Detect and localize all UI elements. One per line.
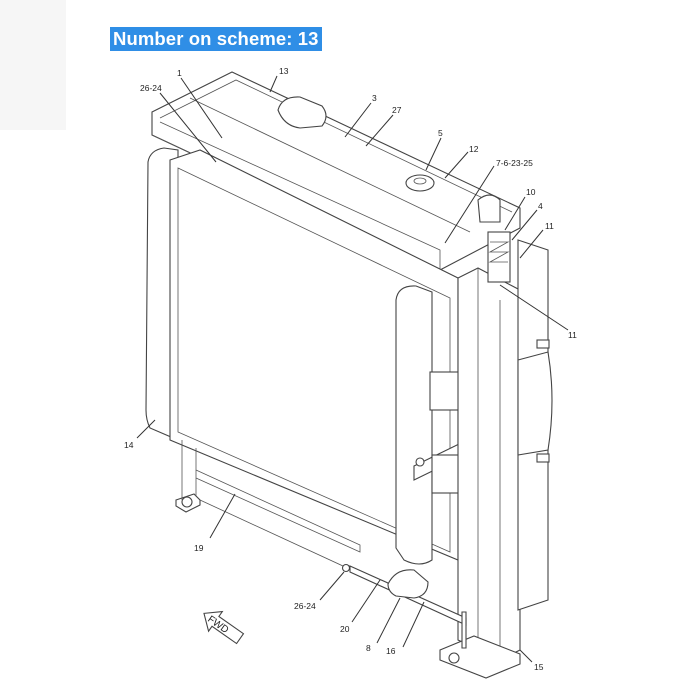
callout-27: 27 (392, 105, 402, 115)
callout-11-mid: 11 (568, 330, 577, 340)
callout-8: 8 (366, 643, 371, 653)
callout-15: 15 (534, 662, 544, 672)
scheme-number-badge: Number on scheme: 13 (110, 27, 322, 51)
callout-labels: 1 13 26-24 3 27 5 12 7-6-23-25 10 4 11 1… (124, 66, 577, 672)
radiator-core (145, 147, 501, 565)
callout-26-24-top: 26-24 (140, 83, 162, 93)
right-post (457, 231, 553, 661)
callout-14: 14 (124, 440, 134, 450)
callout-10: 10 (526, 187, 536, 197)
callout-20: 20 (340, 624, 350, 634)
callout-26-24-bottom: 26-24 (294, 601, 316, 611)
callout-12: 12 (469, 144, 479, 154)
callout-1: 1 (177, 68, 182, 78)
leader-lines (136, 75, 569, 663)
callout-13: 13 (279, 66, 289, 76)
top-tank (151, 71, 521, 271)
corner-shade (0, 0, 66, 130)
callout-5: 5 (438, 128, 443, 138)
forward-direction-arrow: FWD (203, 610, 245, 645)
callout-19: 19 (194, 543, 204, 553)
callout-4: 4 (538, 201, 543, 211)
callout-16: 16 (386, 646, 396, 656)
callout-7-6-23-25: 7-6-23-25 (496, 158, 533, 168)
callout-3: 3 (372, 93, 377, 103)
callout-11-top: 11 (545, 221, 554, 231)
